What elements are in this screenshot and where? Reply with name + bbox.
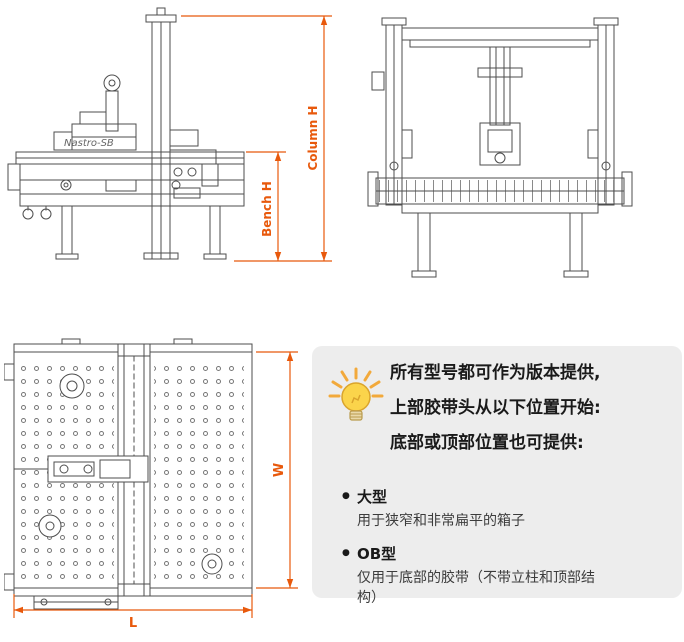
- length-label: L: [129, 616, 137, 631]
- side-view-machine-outline: [7, 7, 245, 260]
- bench-h-label: Bench H: [260, 181, 274, 237]
- width-dimension: W: [256, 351, 298, 589]
- lightbulb-svg: [328, 367, 384, 421]
- bullet-description: 用于狭窄和非常扁平的箱子: [357, 513, 525, 529]
- front-view-svg: [367, 17, 633, 278]
- column-h-label: Column H: [306, 106, 320, 171]
- bullet-title: 大型: [357, 488, 388, 506]
- note-heading-2: 上部胶带头从以下位置开始:: [390, 398, 601, 418]
- lightbulb-icon: [324, 356, 388, 426]
- note-heading-3: 底部或顶部位置也可提供:: [390, 433, 584, 453]
- bullet-title: OB型: [357, 545, 397, 563]
- note-headings: 所有型号都可作为版本提供, 上部胶带头从以下位置开始: 底部或顶部位置也可提供:: [390, 362, 674, 467]
- bullet-description: 仅用于底部的胶带（不带立柱和顶部结构）: [357, 570, 595, 606]
- machine-model-label: Nastro-SB: [64, 138, 114, 149]
- lightbulb-rays: [328, 367, 384, 398]
- bench-h-dimension: Bench H: [246, 151, 286, 261]
- note-heading-1: 所有型号都可作为版本提供,: [390, 363, 601, 383]
- list-item: OB型 仅用于底部的胶带（不带立柱和顶部结构）: [342, 545, 652, 608]
- column-h-dimension: Column H: [181, 15, 332, 262]
- width-label: W: [272, 463, 287, 477]
- list-item: 大型 用于狭窄和非常扁平的箱子: [342, 488, 652, 531]
- side-view-svg: Nastro-SB Column H Bench H: [7, 7, 332, 262]
- front-view-machine-outline: [367, 17, 633, 278]
- note-panel: 所有型号都可作为版本提供, 上部胶带头从以下位置开始: 底部或顶部位置也可提供:…: [312, 346, 682, 606]
- top-view-machine-outline: [4, 338, 253, 610]
- top-view-svg: W L: [4, 338, 298, 631]
- front-view-drawing: [366, 8, 634, 296]
- length-dimension: L: [13, 594, 253, 631]
- side-view-drawing: Nastro-SB Column H Bench H: [6, 4, 346, 302]
- top-view-drawing: W L: [4, 336, 310, 632]
- note-bullet-list: 大型 用于狭窄和非常扁平的箱子 OB型 仅用于底部的胶带（不带立柱和顶部结构）: [342, 488, 652, 622]
